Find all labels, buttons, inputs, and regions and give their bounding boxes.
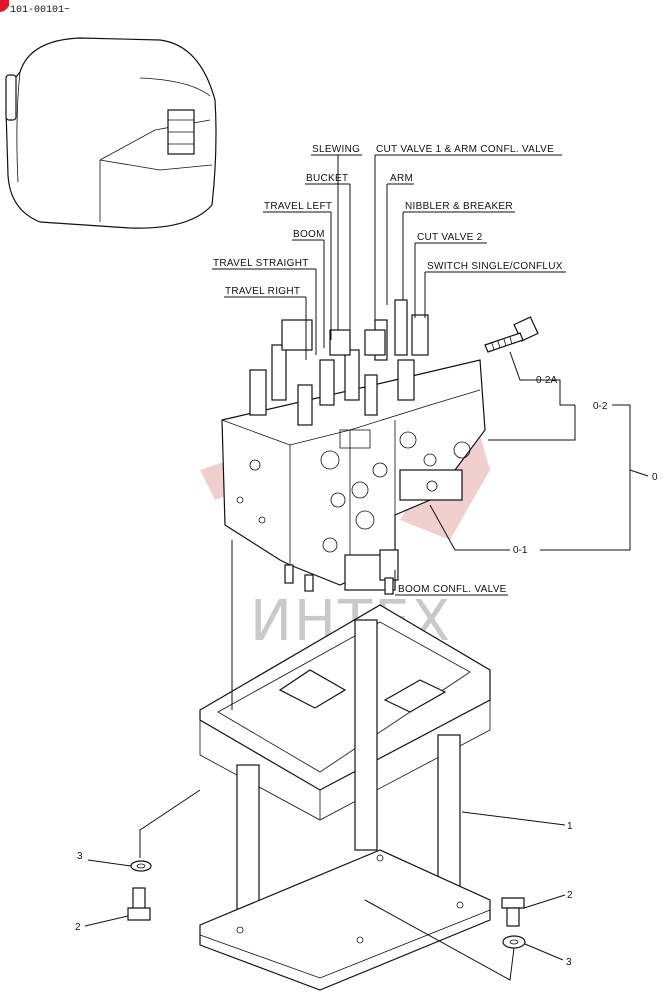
mounting-stand [199,604,491,991]
reference-numbers: 0 0-2 0-2A 0-1 1 2 2 3 3 [75,375,658,968]
ref-0-2a: 0-2A [536,375,557,386]
label-nibbler-breaker: NIBBLER & BREAKER [405,201,513,212]
cab-overview [5,37,217,229]
label-arm: ARM [390,173,413,184]
ref-2-right: 2 [567,890,573,901]
ref-0-1: 0-1 [513,545,528,556]
ref-3-left: 3 [77,851,83,862]
label-cut-valve-1: CUT VALVE 1 & ARM CONFL. VALVE [376,144,554,155]
ref-0-2: 0-2 [593,401,608,412]
washer-left [130,860,152,872]
label-boom-confl-valve: BOOM CONFL. VALVE [398,584,507,595]
callout-labels: SLEWING CUT VALVE 1 & ARM CONFL. VALVE B… [212,144,566,596]
ref-3-right: 3 [566,957,572,968]
model-code: 101-00101~ [10,5,70,16]
washer-left-hole [136,863,146,869]
corner-marker [0,0,9,12]
washer-right [502,935,526,949]
bolt-0-2a [484,316,539,353]
label-travel-straight: TRAVEL STRAIGHT [213,258,309,269]
label-cut-valve-2: CUT VALVE 2 [417,232,483,243]
control-valve-assembly [221,299,486,595]
label-boom: BOOM [293,229,325,240]
bolt-right [501,897,525,927]
ref-0: 0 [652,472,658,483]
leader-lines [84,155,631,981]
washer-right-hole [509,939,519,945]
bolt-left [127,887,151,921]
label-switch-single-conflux: SWITCH SINGLE/CONFLUX [427,261,563,272]
ref-2-left: 2 [75,922,81,933]
label-travel-left: TRAVEL LEFT [264,201,332,212]
label-travel-right: TRAVEL RIGHT [225,286,300,297]
label-bucket: BUCKET [306,173,348,184]
ref-1: 1 [567,821,573,832]
label-slewing: SLEWING [312,144,360,155]
